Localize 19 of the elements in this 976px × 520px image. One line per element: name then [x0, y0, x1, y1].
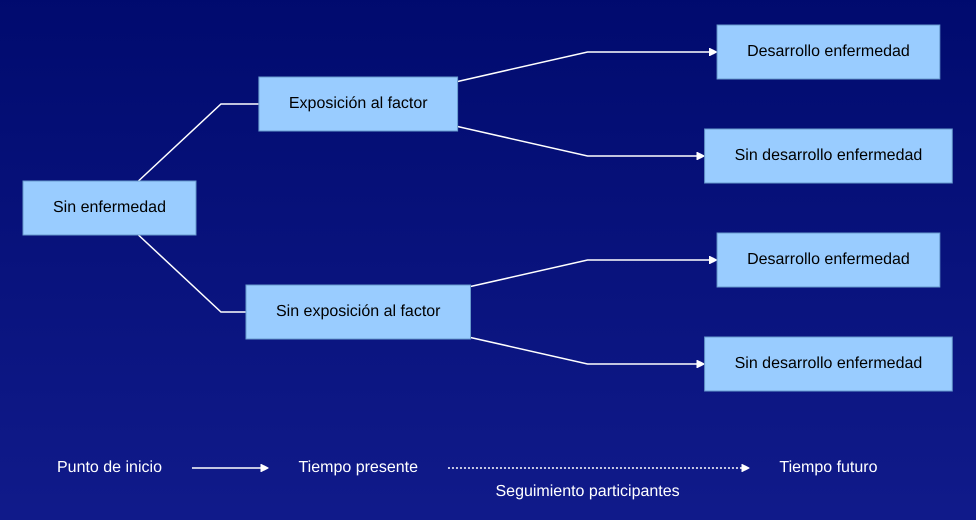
arrow — [470, 256, 718, 288]
node-box: Exposición al factor — [258, 76, 458, 132]
node-box: Sin desarrollo enfermedad — [704, 336, 954, 392]
connector — [138, 103, 260, 182]
arrow — [470, 336, 706, 368]
node-box: Desarrollo enfermedad — [716, 232, 941, 288]
arrow — [448, 464, 750, 472]
node-text: Punto de inicio — [57, 459, 162, 476]
arrow — [192, 464, 270, 472]
node-box: Desarrollo enfermedad — [716, 24, 941, 80]
node-box: Sin enfermedad — [22, 180, 197, 236]
node-box: Sin desarrollo enfermedad — [704, 128, 954, 184]
edge-label: Seguimiento participantes — [496, 483, 680, 500]
arrow — [458, 48, 718, 82]
arrow — [458, 126, 706, 160]
node-box: Sin exposición al factor — [246, 284, 472, 340]
node-text: Tiempo futuro — [780, 459, 878, 476]
connector — [138, 234, 246, 313]
node-text: Tiempo presente — [298, 459, 418, 476]
